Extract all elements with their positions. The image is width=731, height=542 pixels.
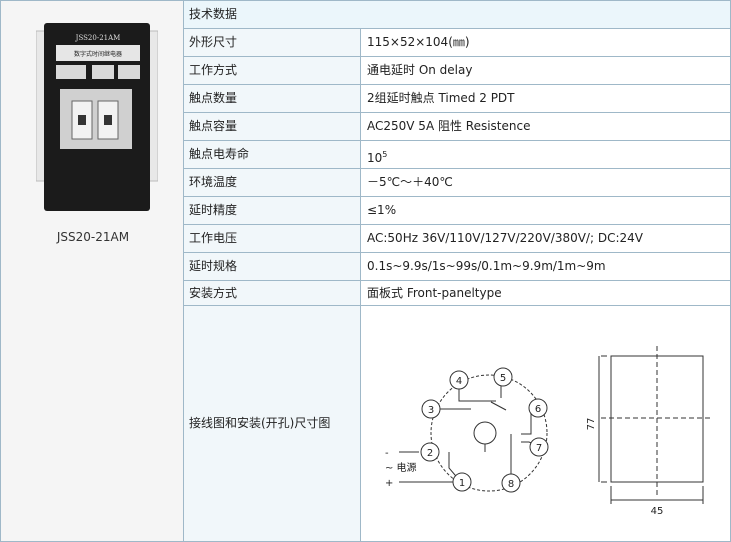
table-row-label: 工作方式 [183,56,361,85]
power-labels: - ~ 电源 + [385,448,417,489]
table-row-label: 触点电寿命 [183,140,361,169]
table-row-value: 通电延时 On delay [360,56,731,85]
header-label: 技术数据 [189,7,238,21]
table-header: 技术数据 [183,0,731,29]
product-column: JSS20-21AM 数字式时间继电器 JSS20-21AM [0,0,184,542]
power-plus-label: + [385,478,393,489]
product-caption: JSS20-21AM [56,230,130,244]
table-row-value: 115×52×104(㎜) [360,28,731,57]
table-row-value: 2组延时触点 Timed 2 PDT [360,84,731,113]
row-label: 触点电寿命 [189,147,250,161]
wiring-diagram-cell: 1 2 3 4 5 6 7 8 - ~ 电源 + [360,305,731,542]
pin-5-label: 5 [500,373,506,384]
table-row-label: 触点容量 [183,112,361,141]
table-row-label: 延时规格 [183,252,361,281]
row-value: AC:50Hz 36V/110V/127V/220V/380V/; DC:24V [367,231,643,245]
table-row-label: 外形尺寸 [183,28,361,57]
pin-3-label: 3 [428,405,434,416]
pin-markers: 1 2 3 4 5 6 7 8 [420,367,549,493]
row-value: 通电延时 On delay [367,63,473,77]
power-supply-label: ~ 电源 [385,461,417,474]
row-value: ≤1% [367,203,397,217]
row-label: 环境温度 [189,175,238,189]
power-minus-label: - [385,448,389,459]
row-label: 外形尺寸 [189,35,238,49]
table-row-value: AC:50Hz 36V/110V/127V/220V/380V/; DC:24V [360,224,731,253]
pin-8-label: 8 [508,479,514,490]
product-panel-title: JSS20-21AM [75,34,121,42]
table-row-label: 环境温度 [183,168,361,197]
table-row-value: －5℃～＋40℃ [360,168,731,197]
row-label: 触点容量 [189,119,238,133]
cutout-width-label: 45 [651,506,664,517]
row-value: 2组延时触点 Timed 2 PDT [367,91,515,105]
row-value: －5℃～＋40℃ [367,175,453,189]
row-value: 105 [367,141,387,172]
row-value: AC250V 5A 阻性 Resistence [367,119,531,133]
row-value: 面板式 Front-paneltype [367,286,502,300]
pin-7-label: 7 [536,443,542,454]
table-row-label: 延时精度 [183,196,361,225]
wiring-diagram: 1 2 3 4 5 6 7 8 - ~ 电源 + [385,346,713,517]
row-label: 安装方式 [189,286,238,300]
wiring-label: 接线图和安装(开孔)尺寸图 [189,416,331,430]
table-row-value: 面板式 Front-paneltype [360,280,731,306]
row-value-base: 10 [367,151,383,165]
row-label: 延时规格 [189,259,238,273]
cutout-diagram [598,346,713,504]
pin-1-label: 1 [459,478,465,489]
pin-2-label: 2 [427,448,433,459]
row-value: 0.1s~9.9s/1s~99s/0.1m~9.9m/1m~9m [367,259,606,273]
row-value: 115×52×104(㎜) [367,35,470,49]
row-label: 工作电压 [189,231,238,245]
socket-diagram [399,374,548,492]
table-row-label: 触点数量 [183,84,361,113]
table-row-value: 0.1s~9.9s/1s~99s/0.1m~9.9m/1m~9m [360,252,731,281]
row-label: 工作方式 [189,63,238,77]
row-label: 延时精度 [189,203,238,217]
table-row-label: 工作电压 [183,224,361,253]
row-label: 触点数量 [189,91,238,105]
table-row-label: 安装方式 [183,280,361,306]
product-image: JSS20-21AM 数字式时间继电器 [36,23,158,211]
row-value-exponent: 5 [382,150,388,159]
table-row-value: AC250V 5A 阻性 Resistence [360,112,731,141]
pin-4-label: 4 [456,376,462,387]
product-panel-sub: 数字式时间继电器 [74,50,122,58]
cutout-height-label: 77 [586,418,597,431]
wiring-label-cell: 接线图和安装(开孔)尺寸图 [183,305,361,542]
table-row-value: 105 [360,140,731,169]
table-row-value: ≤1% [360,196,731,225]
pin-6-label: 6 [535,404,541,415]
